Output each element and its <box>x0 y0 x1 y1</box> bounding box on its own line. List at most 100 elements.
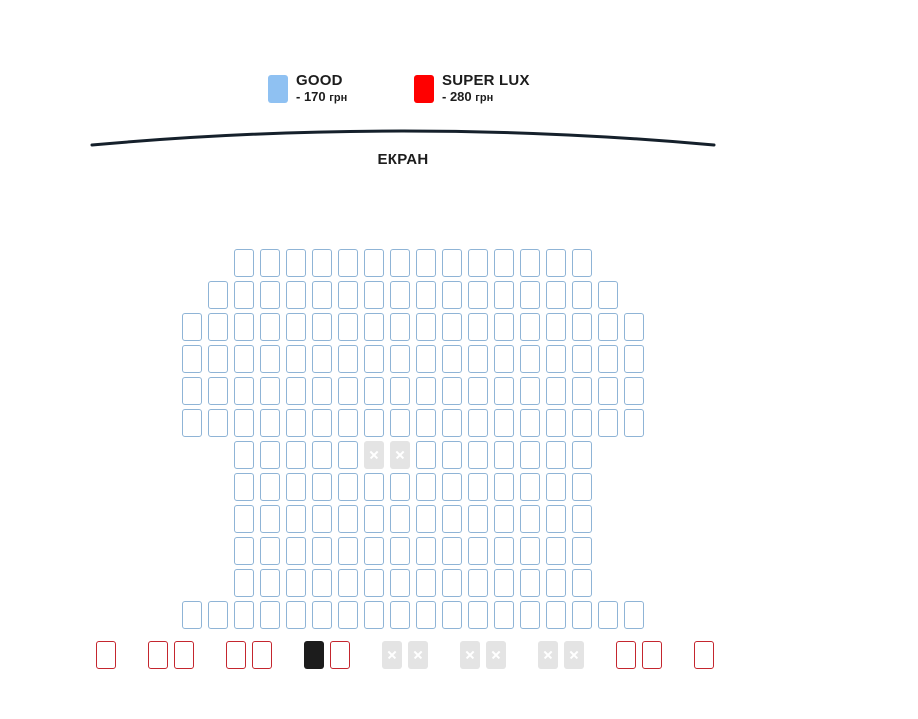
seat-available[interactable] <box>260 249 280 277</box>
seat-available[interactable] <box>416 281 436 309</box>
seat-available[interactable] <box>390 281 410 309</box>
seat-available[interactable] <box>364 601 384 629</box>
seat-available[interactable] <box>624 409 644 437</box>
seat-available[interactable] <box>520 537 540 565</box>
seat-available[interactable] <box>416 377 436 405</box>
seat-available[interactable] <box>442 473 462 501</box>
seat-available[interactable] <box>390 601 410 629</box>
seat-available[interactable] <box>494 537 514 565</box>
seat-available[interactable] <box>312 409 332 437</box>
seat-available[interactable] <box>234 473 254 501</box>
seat-available[interactable] <box>330 641 350 669</box>
seat-available[interactable] <box>598 601 618 629</box>
seat-available[interactable] <box>234 409 254 437</box>
seat-available[interactable] <box>468 249 488 277</box>
seat-available[interactable] <box>260 313 280 341</box>
seat-available[interactable] <box>286 441 306 469</box>
seat-available[interactable] <box>364 345 384 373</box>
seat-available[interactable] <box>572 345 592 373</box>
seat-available[interactable] <box>312 441 332 469</box>
seat-available[interactable] <box>182 313 202 341</box>
seat-available[interactable] <box>260 409 280 437</box>
seat-available[interactable] <box>312 569 332 597</box>
seat-available[interactable] <box>364 249 384 277</box>
seat-available[interactable] <box>234 569 254 597</box>
seat-available[interactable] <box>442 569 462 597</box>
seat-available[interactable] <box>572 473 592 501</box>
seat-available[interactable] <box>624 601 644 629</box>
seat-available[interactable] <box>520 409 540 437</box>
seat-available[interactable] <box>338 537 358 565</box>
seat-available[interactable] <box>390 345 410 373</box>
seat-available[interactable] <box>494 409 514 437</box>
seat-available[interactable] <box>390 569 410 597</box>
seat-available[interactable] <box>416 537 436 565</box>
seat-available[interactable] <box>442 377 462 405</box>
seat-available[interactable] <box>338 345 358 373</box>
seat-available[interactable] <box>390 377 410 405</box>
seat-selected[interactable] <box>304 641 324 669</box>
seat-available[interactable] <box>520 569 540 597</box>
seat-available[interactable] <box>286 537 306 565</box>
seat-available[interactable] <box>312 249 332 277</box>
seat-available[interactable] <box>390 537 410 565</box>
seat-available[interactable] <box>572 313 592 341</box>
seat-available[interactable] <box>234 601 254 629</box>
seat-available[interactable] <box>468 441 488 469</box>
seat-available[interactable] <box>234 345 254 373</box>
seat-available[interactable] <box>338 409 358 437</box>
seat-available[interactable] <box>416 249 436 277</box>
seat-available[interactable] <box>468 313 488 341</box>
seat-available[interactable] <box>390 473 410 501</box>
seat-available[interactable] <box>312 537 332 565</box>
seat-available[interactable] <box>416 601 436 629</box>
seat-available[interactable] <box>546 569 566 597</box>
seat-available[interactable] <box>520 441 540 469</box>
seat-available[interactable] <box>286 473 306 501</box>
seat-available[interactable] <box>208 601 228 629</box>
seat-available[interactable] <box>390 249 410 277</box>
seat-available[interactable] <box>182 601 202 629</box>
seat-available[interactable] <box>468 377 488 405</box>
seat-available[interactable] <box>234 377 254 405</box>
seat-available[interactable] <box>260 601 280 629</box>
seat-available[interactable] <box>312 601 332 629</box>
seat-available[interactable] <box>208 281 228 309</box>
seat-available[interactable] <box>546 505 566 533</box>
seat-available[interactable] <box>364 281 384 309</box>
seat-available[interactable] <box>312 345 332 373</box>
seat-available[interactable] <box>546 473 566 501</box>
seat-available[interactable] <box>338 313 358 341</box>
seat-available[interactable] <box>572 601 592 629</box>
seat-available[interactable] <box>572 281 592 309</box>
seat-available[interactable] <box>416 569 436 597</box>
seat-available[interactable] <box>260 473 280 501</box>
seat-available[interactable] <box>208 409 228 437</box>
seat-available[interactable] <box>312 313 332 341</box>
seat-available[interactable] <box>572 377 592 405</box>
seat-available[interactable] <box>494 441 514 469</box>
seat-available[interactable] <box>642 641 662 669</box>
seat-available[interactable] <box>234 537 254 565</box>
seat-available[interactable] <box>286 601 306 629</box>
seat-available[interactable] <box>364 505 384 533</box>
seat-available[interactable] <box>312 473 332 501</box>
seat-available[interactable] <box>520 345 540 373</box>
seat-available[interactable] <box>416 345 436 373</box>
seat-available[interactable] <box>364 473 384 501</box>
seat-available[interactable] <box>442 537 462 565</box>
seat-available[interactable] <box>442 345 462 373</box>
seat-available[interactable] <box>234 441 254 469</box>
seat-available[interactable] <box>624 345 644 373</box>
seat-available[interactable] <box>338 249 358 277</box>
seat-available[interactable] <box>442 313 462 341</box>
seat-available[interactable] <box>260 441 280 469</box>
seat-available[interactable] <box>616 641 636 669</box>
seat-available[interactable] <box>312 281 332 309</box>
seat-available[interactable] <box>286 249 306 277</box>
seat-available[interactable] <box>338 441 358 469</box>
seat-available[interactable] <box>572 569 592 597</box>
seat-available[interactable] <box>338 505 358 533</box>
seat-available[interactable] <box>494 249 514 277</box>
seat-available[interactable] <box>416 505 436 533</box>
